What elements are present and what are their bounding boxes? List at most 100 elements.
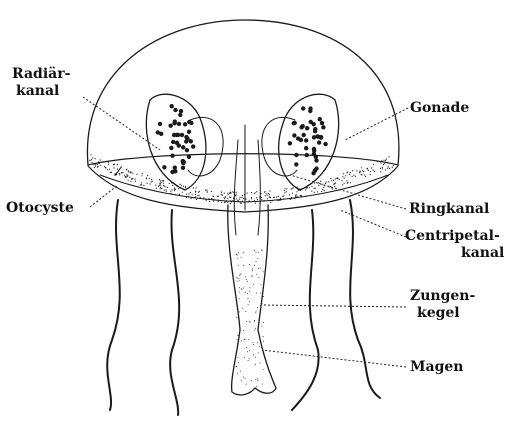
stomach-stipple-dot — [256, 252, 257, 253]
label-tongue-cone-2: kegel — [417, 305, 460, 321]
rim-stipple-dot — [193, 187, 194, 188]
rim-stipple-dot — [230, 197, 231, 198]
rim-stipple-dot — [233, 192, 234, 193]
rim-stipple-dot — [149, 178, 150, 179]
rim-stipple-dot — [350, 172, 351, 173]
stomach-stipple-dot — [245, 292, 246, 293]
gonad-spot — [299, 138, 303, 142]
rim-stipple-dot — [270, 202, 271, 203]
rim-stipple-dot — [339, 179, 340, 180]
rim-stipple-dot — [334, 186, 335, 187]
rim-stipple-dot — [268, 193, 269, 194]
rim-stipple-dot — [126, 169, 127, 170]
rim-stipple-dot — [257, 199, 258, 200]
rim-stipple-dot — [331, 180, 332, 181]
stomach-stipple-dot — [240, 274, 241, 275]
rim-stipple-dot — [195, 194, 196, 195]
rim-stipple-dot — [314, 192, 315, 193]
rim-stipple-dot — [160, 188, 161, 189]
stomach-stipple-dot — [255, 379, 256, 380]
gonad-spot — [177, 143, 181, 147]
label-tongue-cone-1: Zungen- — [410, 288, 475, 304]
rim-stipple-dot — [234, 197, 235, 198]
stomach-stipple-dot — [253, 344, 254, 345]
rim-stipple-dot — [242, 195, 243, 196]
rim-stipple-dot — [229, 193, 230, 194]
stomach-stipple-dot — [243, 377, 244, 378]
stomach-stipple-dot — [243, 330, 244, 331]
rim-stipple-dot — [283, 195, 284, 196]
rim-stipple-dot — [380, 168, 381, 169]
rim-stipple-dot — [142, 173, 143, 174]
gonad-spot — [187, 155, 191, 159]
stomach-stipple-dot — [251, 380, 252, 381]
rim-stipple-dot — [178, 188, 179, 189]
rim-stipple-dot — [124, 175, 125, 176]
rim-stipple-dot — [130, 171, 131, 172]
rim-stipple-dot — [299, 188, 300, 189]
rim-stipple-dot — [175, 194, 176, 195]
rim-stipple-dot — [259, 197, 260, 198]
rim-stipple-dot — [245, 198, 246, 199]
rim-stipple-dot — [113, 167, 114, 168]
rim-stipple-dot — [146, 183, 147, 184]
rim-stipple-dot — [297, 197, 298, 198]
rim-stipple-dot — [295, 196, 296, 197]
stomach-stipple-dot — [239, 287, 240, 288]
rim-stipple-dot — [98, 161, 99, 162]
rim-stipple-dot — [128, 171, 129, 172]
rim-stipple-dot — [160, 181, 161, 182]
rim-stipple-dot — [186, 193, 187, 194]
rim-stipple-dot — [355, 176, 356, 177]
rim-stipple-dot — [251, 198, 252, 199]
gonad-spot — [292, 133, 296, 137]
gonad-spot — [178, 113, 182, 117]
gonad-spot — [313, 127, 317, 131]
stomach-stipple-dot — [248, 304, 249, 305]
rim-stipple-dot — [236, 192, 237, 193]
rim-stipple-dot — [98, 166, 99, 167]
rim-stipple-dot — [259, 203, 260, 204]
rim-stipple-dot — [382, 167, 383, 168]
gonad-spot — [301, 106, 305, 110]
rim-stipple-dot — [267, 195, 268, 196]
rim-stipple-dot — [236, 194, 237, 195]
rim-stipple-dot — [160, 187, 161, 188]
rim-stipple-dot — [362, 170, 363, 171]
stomach-stipple-dot — [258, 277, 259, 278]
rim-stipple-dot — [232, 200, 233, 201]
rim-stipple-dot — [389, 168, 390, 169]
rim-stipple-dot — [116, 174, 117, 175]
rim-stipple-dot — [329, 186, 330, 187]
gonad-spot — [319, 136, 323, 140]
label-radial-canal-2: kanal — [16, 83, 59, 99]
rim-stipple-dot — [108, 164, 109, 165]
rim-stipple-dot — [169, 183, 170, 184]
rim-stipple-dot — [114, 173, 115, 174]
rim-stipple-dot — [326, 182, 327, 183]
rim-stipple-dot — [105, 167, 106, 168]
rim-stipple-dot — [294, 198, 295, 199]
stomach-stipple-dot — [255, 312, 256, 313]
stomach-stipple-dot — [263, 336, 264, 337]
rim-stipple-dot — [322, 189, 323, 190]
rim-stipple-dot — [159, 179, 160, 180]
rim-stipple-dot — [301, 195, 302, 196]
stomach-stipple-dot — [237, 373, 238, 374]
rim-stipple-dot — [167, 187, 168, 188]
stomach-stipple-dot — [258, 353, 259, 354]
rim-stipple-dot — [110, 172, 111, 173]
rim-stipple-dot — [383, 160, 384, 161]
rim-stipple-dot — [200, 197, 201, 198]
rim-stipple-dot — [377, 161, 378, 162]
stomach-stipple-dot — [241, 380, 242, 381]
stomach-stipple-dot — [246, 384, 247, 385]
rim-stipple-dot — [119, 174, 120, 175]
rim-stipple-dot — [260, 193, 261, 194]
rim-stipple-dot — [231, 201, 232, 202]
rim-stipple-dot — [284, 192, 285, 193]
rim-stipple-dot — [315, 188, 316, 189]
stomach-stipple-dot — [236, 281, 237, 282]
rim-stipple-dot — [305, 196, 306, 197]
rim-stipple-dot — [273, 197, 274, 198]
